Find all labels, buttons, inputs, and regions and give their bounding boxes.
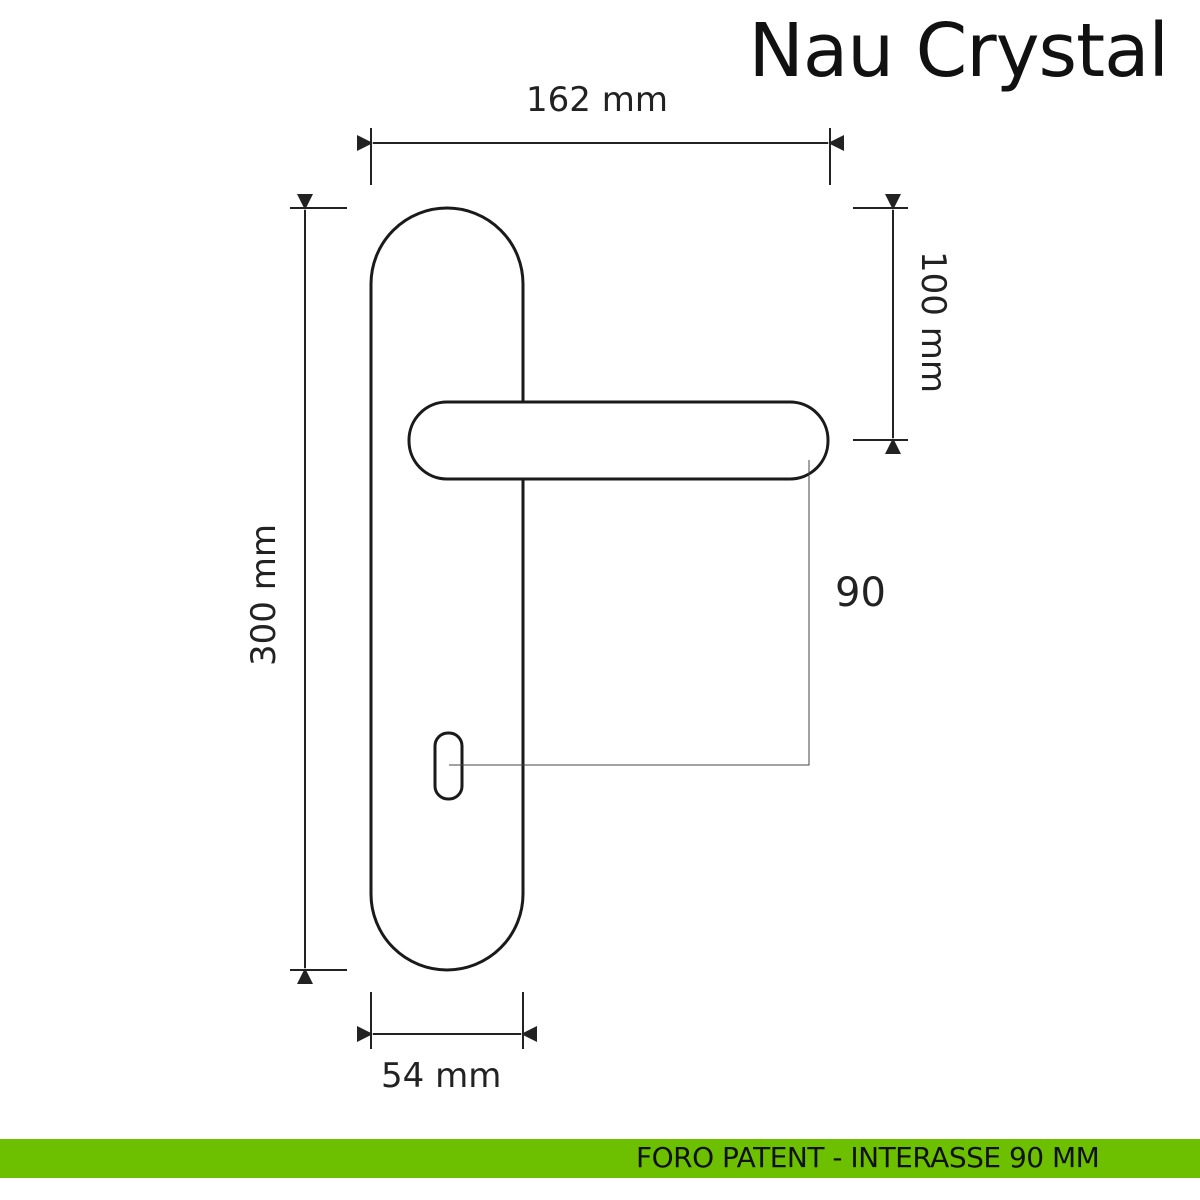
dimension-plate-width — [357, 992, 537, 1049]
dimension-width-total — [357, 128, 844, 185]
keyhole-outline — [433, 731, 464, 801]
center-distance-guide — [449, 460, 810, 766]
dimension-handle-height — [853, 194, 908, 454]
product-title: Nau Crystal — [748, 8, 1169, 94]
info-banner — [0, 1139, 1200, 1178]
lever-outline — [407, 400, 830, 481]
backplate-outline — [369, 206, 525, 972]
label-100mm: 100 mm — [913, 251, 953, 393]
label-300mm: 300 mm — [244, 524, 284, 666]
dimension-height-plate — [290, 194, 347, 984]
label-54mm: 54 mm — [381, 1056, 502, 1096]
label-90: 90 — [835, 570, 886, 616]
info-banner-text: FORO PATENT - INTERASSE 90 MM — [636, 1141, 1100, 1174]
label-162mm: 162 mm — [526, 80, 668, 120]
